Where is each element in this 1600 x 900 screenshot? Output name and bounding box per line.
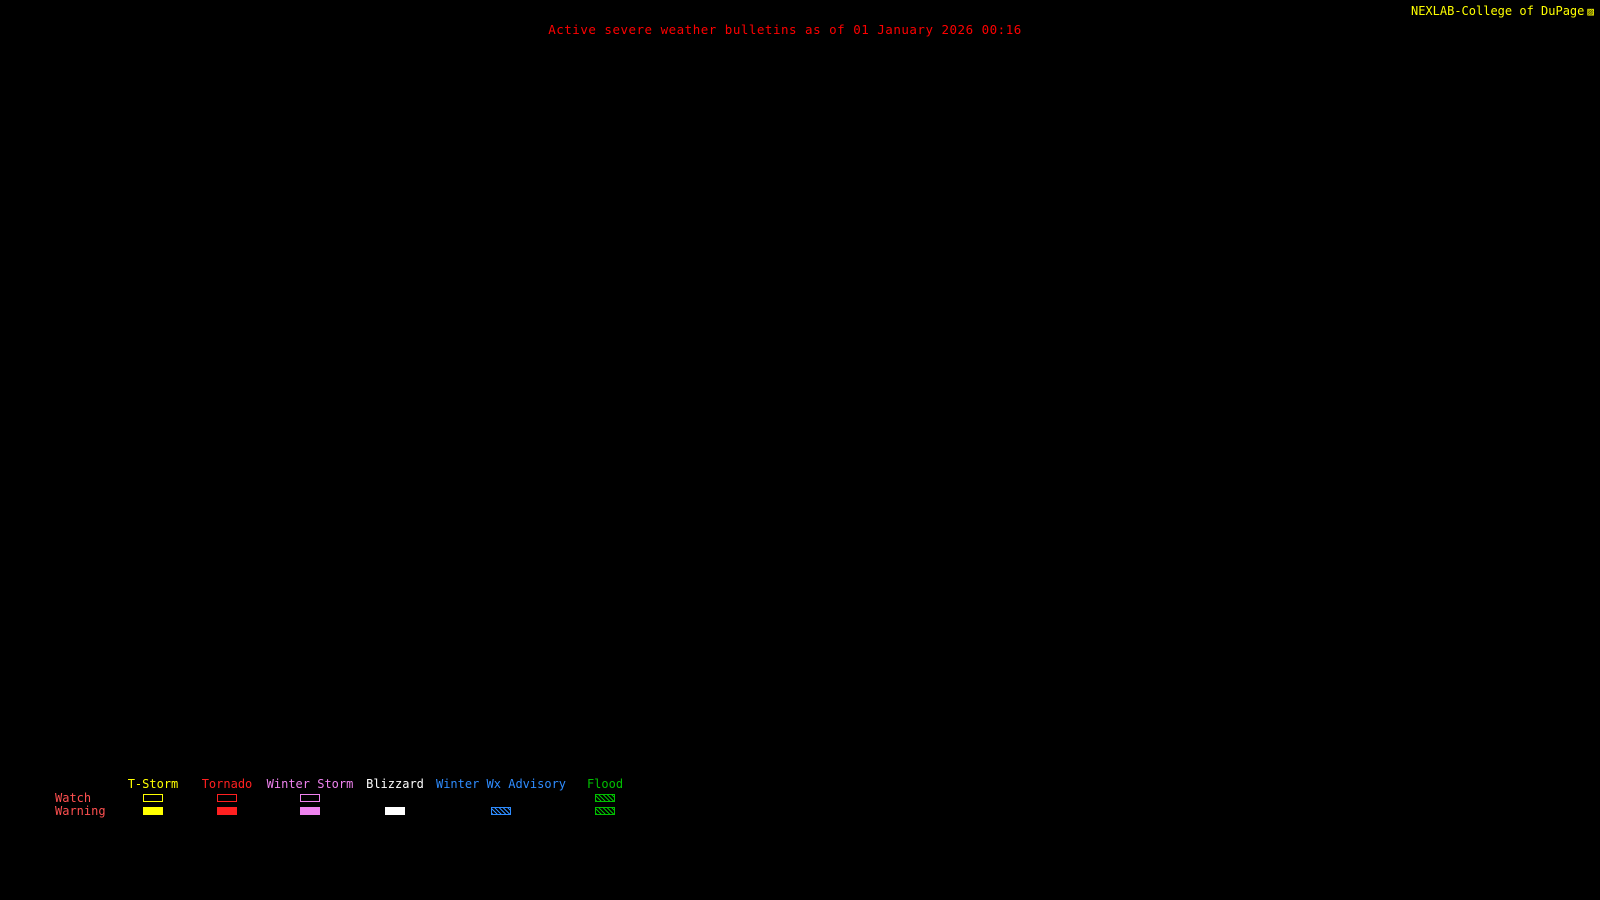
brand-text: NEXLAB-College of DuPage <box>1410 4 1585 18</box>
blizzard-warning-swatch <box>385 806 405 815</box>
legend-warning-cell <box>595 804 615 817</box>
legend-category-flood: Flood <box>567 777 643 817</box>
legend-warning-cell <box>491 804 511 817</box>
legend-warning-cell <box>385 804 405 817</box>
winter-wx-advisory-warning-swatch <box>491 806 511 815</box>
warning-row-label: Warning <box>55 803 106 818</box>
legend-category-blizzard: Blizzard <box>355 777 435 817</box>
t-storm-warning-swatch <box>143 806 163 815</box>
page-title: Active severe weather bulletins as of 01… <box>548 22 1022 37</box>
legend-category-winter-storm: Winter Storm <box>265 777 355 817</box>
legend-category-label: Winter Storm <box>266 777 354 791</box>
legend-watch-cell <box>491 791 511 804</box>
legend-category-label: T-Storm <box>127 777 179 791</box>
legend-watch-cell <box>143 791 163 804</box>
legend-warning-cell <box>217 804 237 817</box>
legend-category-winter-wx-advisory: Winter Wx Advisory <box>435 777 567 817</box>
legend-category-label: Winter Wx Advisory <box>435 777 567 791</box>
legend-watch-cell <box>300 791 320 804</box>
t-storm-watch-swatch <box>143 793 163 802</box>
flood-watch-swatch <box>595 793 615 802</box>
cod-logo-icon: ▨ <box>1587 4 1594 18</box>
tornado-warning-swatch <box>217 806 237 815</box>
legend-watch-cell <box>595 791 615 804</box>
legend-category-label: Flood <box>586 777 624 791</box>
legend-warning-cell <box>143 804 163 817</box>
watch-row-label: Watch <box>55 790 92 805</box>
legend-watch-cell <box>217 791 237 804</box>
legend-category-label: Tornado <box>201 777 253 791</box>
legend-category-label: Blizzard <box>366 777 424 791</box>
legend-watch-cell <box>385 791 405 804</box>
legend-category-t-storm: T-Storm <box>117 777 189 817</box>
tornado-watch-swatch <box>217 793 237 802</box>
flood-warning-swatch <box>595 806 615 815</box>
legend-category-tornado: Tornado <box>189 777 265 817</box>
brand: NEXLAB-College of DuPage ▨ <box>1411 4 1594 18</box>
legend-row-labels: Watch Warning <box>55 777 117 818</box>
winter-storm-warning-swatch <box>300 806 320 815</box>
legend: Watch Warning T-Storm Tornado Winter Storm… <box>55 777 643 818</box>
legend-warning-cell <box>300 804 320 817</box>
winter-storm-watch-swatch <box>300 793 320 802</box>
